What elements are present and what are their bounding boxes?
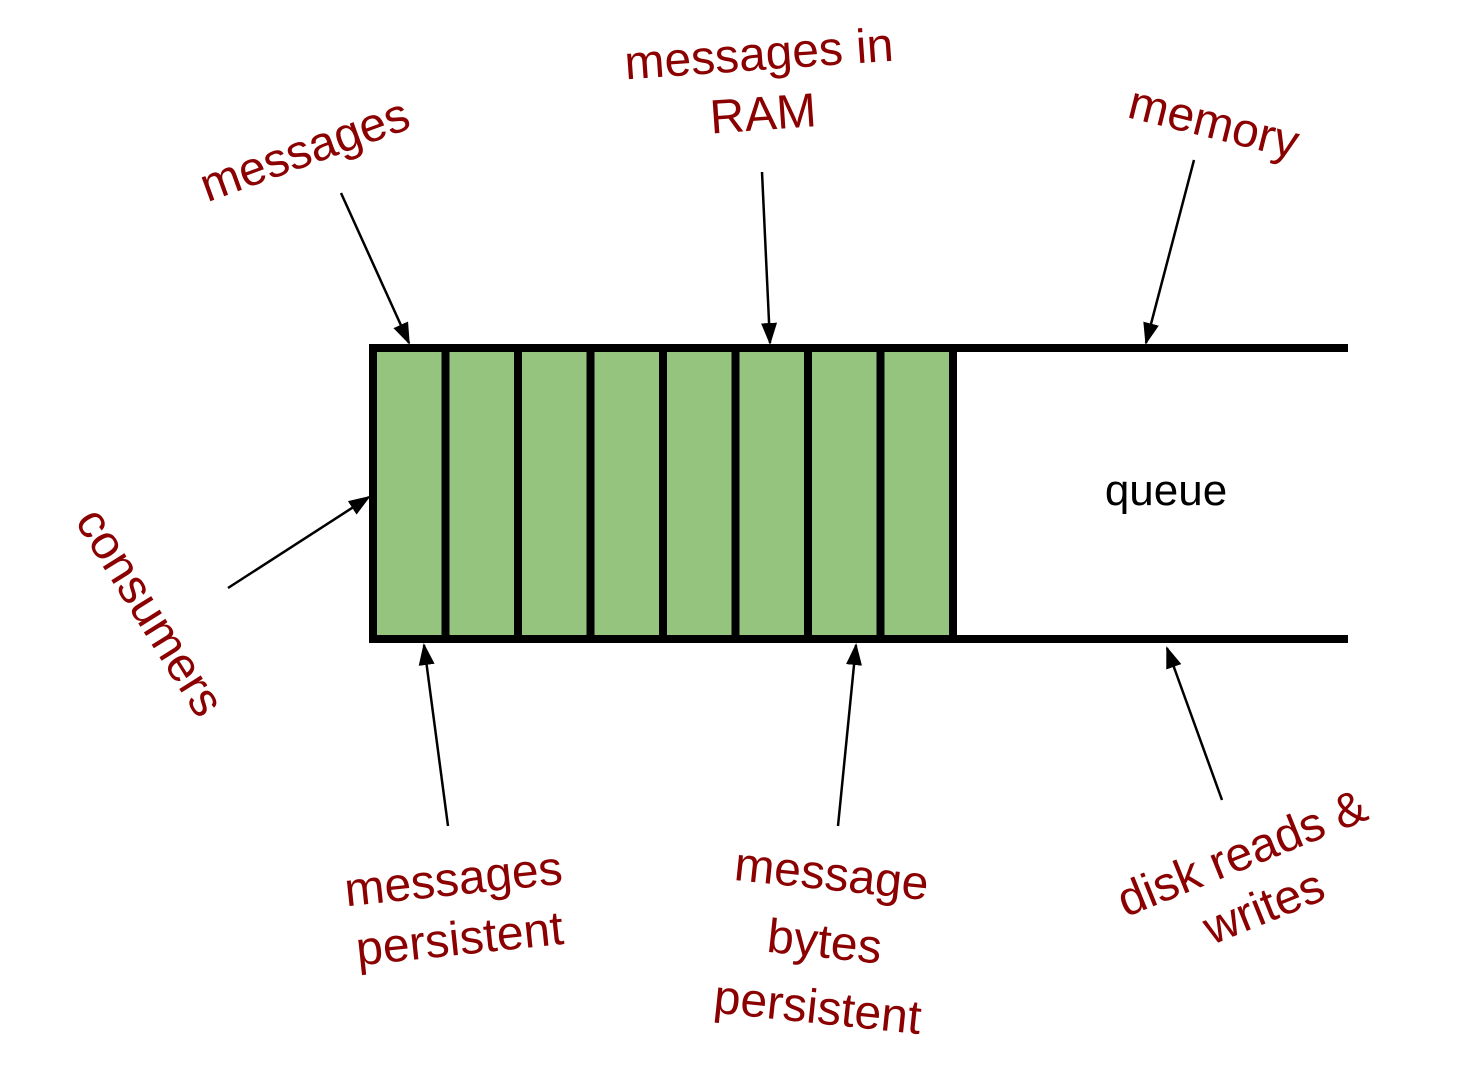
message-cells <box>369 344 957 643</box>
message-cell <box>659 344 740 643</box>
arrow-message-bytes-persistent <box>836 643 862 827</box>
message-cell <box>514 344 595 643</box>
arrow-memory <box>1143 159 1196 345</box>
label-disk-reads-writes: disk reads & writes <box>1110 780 1375 956</box>
arrow-consumers <box>227 495 371 590</box>
message-cell <box>731 344 812 643</box>
label-consumers-line-1: consumers <box>65 499 234 726</box>
message-cell <box>876 344 957 643</box>
label-messages-line-1: messages <box>193 88 417 213</box>
label-message-bytes-persistent-line-1: message <box>732 838 931 911</box>
label-memory: memory <box>1123 76 1304 169</box>
label-consumers: consumers <box>65 499 234 726</box>
label-messages-in-ram-line-2: RAM <box>708 84 818 144</box>
label-messages-in-ram-line-1: messages in <box>623 19 896 91</box>
label-message-bytes-persistent-line-2: bytes <box>765 910 885 975</box>
arrow-messages <box>339 192 411 345</box>
message-cell <box>586 344 667 643</box>
label-messages-in-ram: messages in RAM <box>623 19 896 145</box>
label-memory-line-1: memory <box>1123 76 1304 169</box>
queue-label: queue <box>1105 466 1227 515</box>
label-message-bytes-persistent: message bytes persistent <box>711 838 931 1045</box>
arrow-messages-in-ram <box>760 171 778 345</box>
arrow-messages-persistent <box>418 643 450 827</box>
arrows <box>227 159 1224 827</box>
arrow-disk-reads-writes <box>1165 646 1224 801</box>
message-cell <box>369 344 450 643</box>
message-cell <box>441 344 522 643</box>
label-messages: messages <box>193 88 417 213</box>
label-messages-persistent: messages persistent <box>342 842 566 977</box>
label-message-bytes-persistent-line-3: persistent <box>711 971 924 1045</box>
message-cell <box>804 344 885 643</box>
